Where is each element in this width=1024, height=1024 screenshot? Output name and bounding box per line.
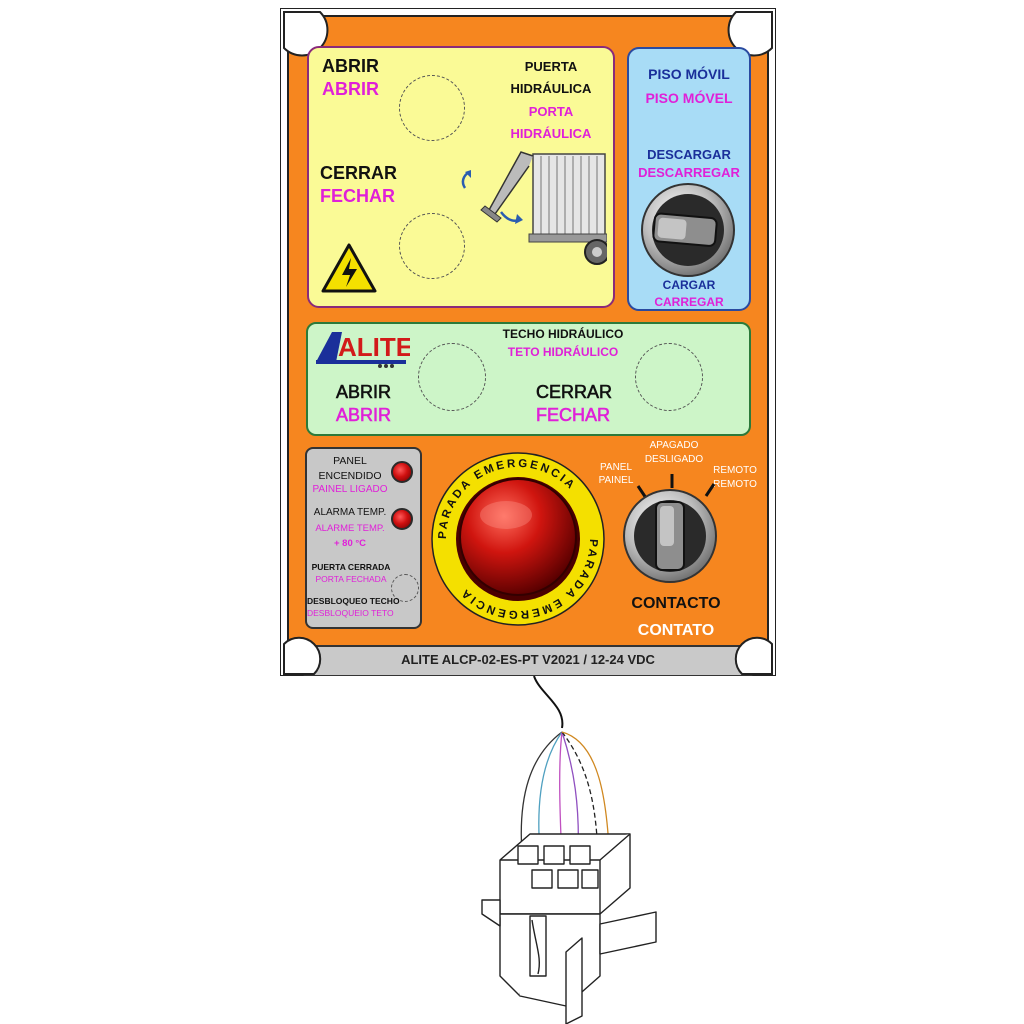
door-closed-label-es: PUERTA CERRADA bbox=[311, 562, 391, 572]
svg-text:ALITE: ALITE bbox=[338, 332, 410, 362]
roof-open-button[interactable] bbox=[418, 343, 486, 411]
roof-close-label-pt: FECHAR bbox=[536, 405, 611, 425]
contact-remote-es: REMOTO bbox=[713, 465, 757, 476]
door-open-label-es: ABRIR bbox=[322, 56, 379, 76]
contact-panel-pt: PAINEL bbox=[598, 475, 634, 486]
door-open-button[interactable] bbox=[399, 75, 465, 141]
corner-hole bbox=[283, 636, 322, 675]
floor-title-es: PISO MÓVIL bbox=[648, 66, 730, 82]
high-voltage-warning-icon bbox=[321, 243, 377, 293]
temp-alarm-value: + 80 °C bbox=[333, 538, 367, 549]
roof-close-button[interactable] bbox=[635, 343, 703, 411]
roof-unlock-button[interactable] bbox=[391, 574, 419, 602]
corner-hole bbox=[734, 636, 773, 675]
alite-logo: ALITE bbox=[314, 328, 413, 368]
floor-load-pt: CARREGAR bbox=[654, 295, 724, 309]
door-close-button[interactable] bbox=[399, 213, 465, 279]
contact-tick-marks bbox=[636, 474, 716, 499]
panel-on-label-pt: PAINEL LIGADO bbox=[312, 484, 388, 495]
floor-unload-es: DESCARGAR bbox=[647, 147, 731, 162]
roof-open-label-es: ABRIR bbox=[336, 382, 392, 402]
roof-open-label-pt: ABRIR bbox=[336, 405, 392, 425]
temp-alarm-label-pt: ALARME TEMP. bbox=[315, 523, 385, 534]
key-switch-icon[interactable] bbox=[622, 488, 718, 584]
door-open-label-pt: ABRIR bbox=[322, 79, 379, 99]
contact-remote-pt: REMOTO bbox=[713, 479, 757, 490]
contact-title-es: CONTACTO bbox=[631, 595, 721, 612]
emergency-stop: PARADA EMERGENCIA PARADA EMERGENCIA bbox=[431, 452, 605, 626]
rotary-switch-icon[interactable] bbox=[640, 182, 736, 278]
roof-unlock-label-pt: DESBLOQUEIO TETO bbox=[307, 608, 394, 618]
contact-panel-es: PANEL bbox=[599, 462, 633, 473]
roof-title-es: TECHO HIDRÁULICO bbox=[502, 327, 624, 341]
alite-logo-icon: ALITE bbox=[316, 332, 413, 368]
model-label: ALITE ALCP-02-ES-PT V2021 / 12-24 VDC bbox=[401, 652, 655, 667]
floor-load-es: CARGAR bbox=[662, 278, 716, 292]
roof-title-pt: TETO HIDRÁULICO bbox=[507, 345, 619, 359]
floor-unload-pt: DESCARREGAR bbox=[638, 165, 740, 180]
door-close-label-pt: FECHAR bbox=[320, 186, 395, 206]
floor-title-pt: PISO MÓVEL bbox=[645, 90, 733, 106]
emergency-stop-button[interactable] bbox=[459, 478, 577, 596]
contact-off-es: APAGADO bbox=[649, 440, 699, 451]
door-close-label-es: CERRAR bbox=[320, 163, 398, 183]
panel-on-indicator bbox=[391, 461, 413, 483]
six-pin-connector-icon bbox=[481, 676, 657, 1024]
roof-unlock-label-es: DESBLOQUEO TECHO bbox=[307, 596, 400, 606]
temp-alarm-label-es: ALARMA TEMP. bbox=[313, 507, 387, 518]
roof-close-label-es: CERRAR bbox=[536, 382, 613, 402]
contact-title-pt: CONTATO bbox=[637, 622, 715, 639]
contact-off-pt: DESLIGADO bbox=[644, 454, 704, 465]
truck-hydraulic-door-icon bbox=[461, 151, 607, 265]
temp-alarm-indicator bbox=[391, 508, 413, 530]
door-closed-label-pt: PORTA FECHADA bbox=[315, 574, 387, 584]
